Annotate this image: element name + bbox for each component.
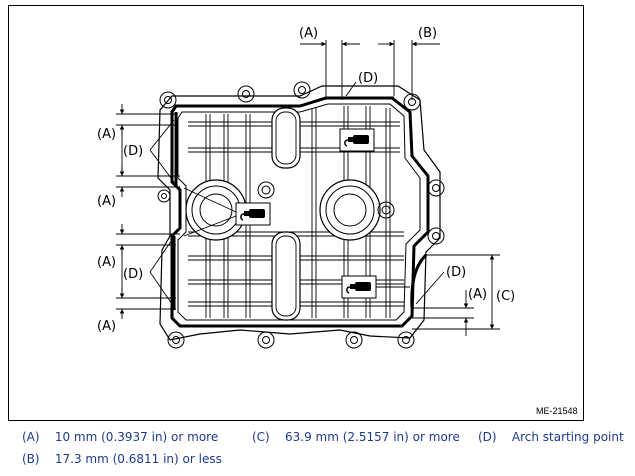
legend-text: 63.9 mm (2.5157 in) or more [285,430,460,444]
figure-id: ME-21548 [536,406,578,416]
sealant-bottle-icon [341,275,377,299]
right-dimensions [410,253,500,336]
callout-a-left-2: (A) [97,194,116,209]
left-dimensions [116,104,180,319]
oil-pan-body [157,81,445,349]
callout-a-top: (A) [299,26,318,41]
legend-key: (A) [22,430,40,444]
sealant-bottle-icon [235,202,271,226]
legend-key: (D) [478,430,497,444]
callout-d-top: (D) [358,71,378,86]
callout-d-left-2: (D) [123,267,143,282]
callout-b-top: (B) [418,26,437,41]
callout-a-left-3: (A) [97,255,116,270]
callout-a-left-1: (A) [97,127,116,142]
legend-item-a: (A) 10 mm (0.3937 in) or more [22,430,218,444]
callout-d-left-1: (D) [123,144,143,159]
top-dimensions [300,40,440,100]
callout-c-right: (C) [496,289,515,304]
legend-key: (C) [252,430,270,444]
leader-lines [183,187,410,288]
legend-item-b: (B) 17.3 mm (0.6811 in) or less [22,452,222,466]
callout-a-right: (A) [468,287,487,302]
callout-a-left-4: (A) [97,319,116,334]
legend-item-c: (C) 63.9 mm (2.5157 in) or more [252,430,460,444]
legend-key: (B) [22,452,40,466]
legend-text: 10 mm (0.3937 in) or more [54,430,219,444]
sealant-bottle-icon [339,128,375,152]
legend-text: 17.3 mm (0.6811 in) or less [54,452,222,466]
legend-text: Arch starting point [511,430,624,444]
figure-frame [8,5,584,421]
legend-item-d: (D) Arch starting point [478,430,624,444]
callout-d-right: (D) [446,265,466,280]
